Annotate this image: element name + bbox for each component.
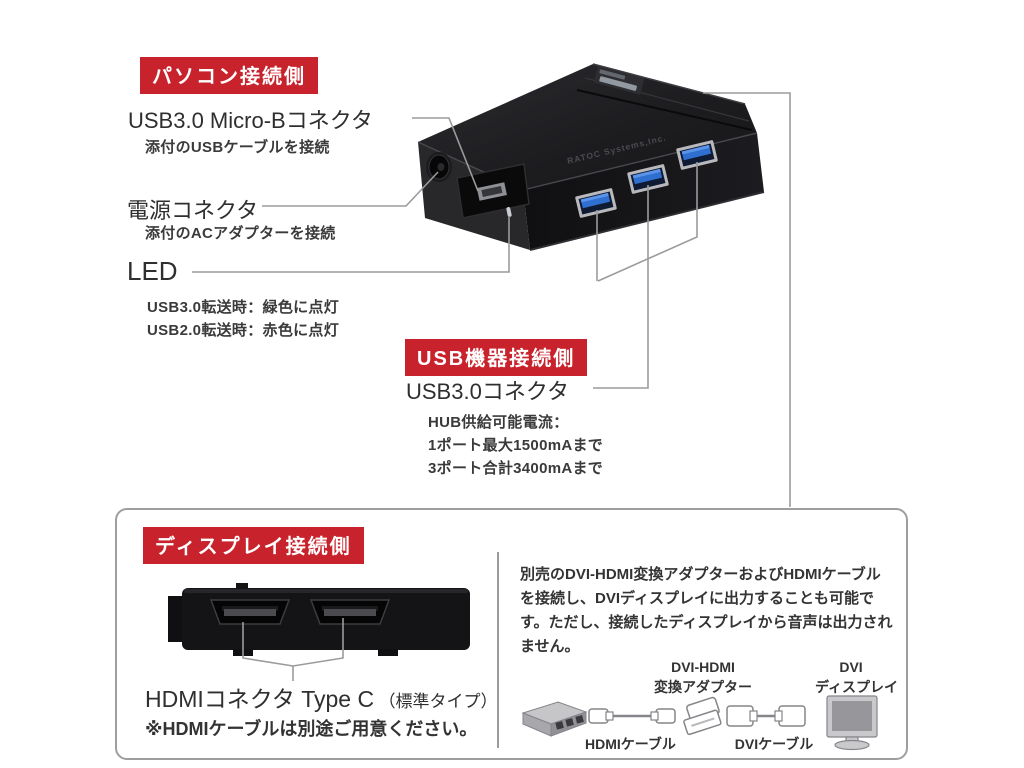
microb-port <box>456 163 530 219</box>
device-sticker <box>593 66 645 95</box>
callout-led <box>192 216 510 273</box>
usb-hub-photo: RATOC Systems,Inc. <box>417 63 765 251</box>
dvi-hdmi-adapter-icon <box>683 696 722 736</box>
description-line: ません。 <box>520 638 580 655</box>
usb-port-3 <box>676 140 718 170</box>
label-adapter-line1: DVI-HDMI <box>671 659 735 675</box>
label-dvi-cable: DVIケーブル <box>734 736 814 752</box>
led-indicator <box>506 207 512 217</box>
label-hdmi-connector: HDMIコネクタ Type C （標準タイプ） <box>145 680 498 714</box>
hdmi-callout-bracket <box>242 618 344 681</box>
label-led: LED <box>127 256 178 286</box>
dvi-display-icon <box>826 695 878 751</box>
hdmi-port-2 <box>309 599 391 625</box>
label-microb-connector: USB3.0 Micro-Bコネクタ <box>128 108 373 133</box>
label-display-line2: ディスプレイ <box>815 679 899 695</box>
label-hdmi-connector-main: HDMIコネクタ Type C <box>145 686 375 712</box>
display-section-divider <box>497 552 499 748</box>
callout-microb <box>412 117 479 192</box>
callout-power <box>262 171 439 207</box>
badge-usb-device-side: USB機器接続側 <box>405 339 588 376</box>
hdmi-port-1 <box>209 599 291 625</box>
label-port-max: 1ポート最大1500mAまで <box>428 437 604 454</box>
hdmi-cable-icon <box>588 708 676 724</box>
description-line: 別売のDVI-HDMI変換アダプターおよびHDMIケーブル <box>520 566 881 583</box>
hdmi-ports-photo <box>168 583 470 656</box>
display-description: 別売のDVI-HDMI変換アダプターおよびHDMIケーブル を接続し、DVIディ… <box>520 563 892 659</box>
hub-icon <box>521 701 588 737</box>
label-microb-sub: 添付のUSBケーブルを接続 <box>145 139 330 156</box>
label-adapter-line2: 変換アダプター <box>654 679 752 695</box>
label-port-total: 3ポート合計3400mAまで <box>428 460 604 477</box>
label-usb3-connector: USB3.0コネクタ <box>406 379 569 404</box>
usb-port-1 <box>575 188 617 218</box>
label-hdmi-cable: HDMIケーブル <box>585 736 676 752</box>
callout-display-side <box>703 92 791 507</box>
label-led-line1: USB3.0転送時：緑色に点灯 <box>147 299 340 316</box>
badge-pc-side: パソコン接続側 <box>140 57 318 94</box>
label-power-sub: 添付のACアダプターを接続 <box>145 225 336 242</box>
label-hub-current: HUB供給可能電流： <box>428 414 569 431</box>
usb-port-2 <box>627 164 669 194</box>
dvi-cable-icon <box>726 705 806 727</box>
label-power-connector: 電源コネクタ <box>127 198 259 223</box>
callout-lines <box>192 92 791 507</box>
label-hdmi-note: ※HDMIケーブルは別途ご用意ください。 <box>145 719 478 739</box>
power-jack <box>426 152 452 182</box>
badge-display-side: ディスプレイ接続側 <box>143 527 364 564</box>
label-hdmi-connector-sub: （標準タイプ） <box>378 692 498 711</box>
callout-usbport3 <box>597 162 698 282</box>
description-line: を接続し、DVIディスプレイに出力することも可能で <box>520 590 874 607</box>
description-line: す。ただし、接続したディスプレイから音声は出力され <box>520 614 893 631</box>
label-display-line1: DVI <box>839 659 863 675</box>
callout-usbport2 <box>593 185 649 389</box>
label-led-line2: USB2.0転送時：赤色に点灯 <box>147 322 340 339</box>
